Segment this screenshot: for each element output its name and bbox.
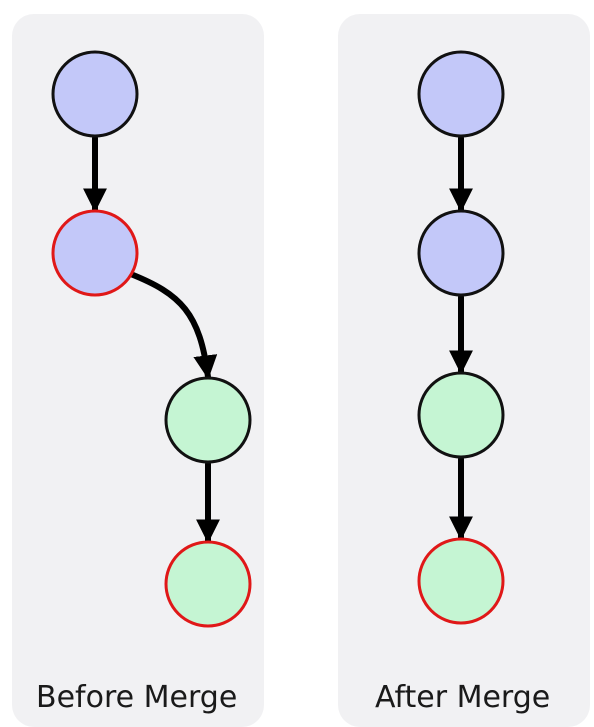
after-merge-caption: After Merge [375, 680, 551, 715]
commit-node-b2 [51, 209, 139, 297]
commit-node-b3 [164, 376, 252, 464]
edge-b2-b3-arrow [127, 271, 218, 380]
before-merge-caption: Before Merge [36, 680, 238, 715]
commit-node-a4 [417, 537, 505, 625]
commit-node-b4 [164, 540, 252, 628]
commit-node-a1 [417, 50, 505, 138]
commit-node-a3 [417, 371, 505, 459]
commit-node-b1 [51, 50, 139, 138]
commit-node-a2 [417, 209, 505, 297]
